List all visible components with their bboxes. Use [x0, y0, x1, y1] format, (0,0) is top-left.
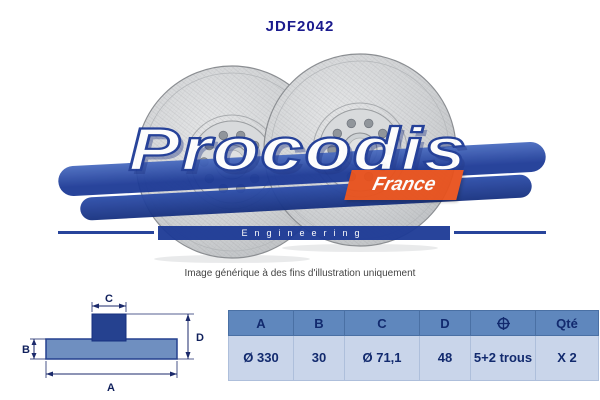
bolt-holes-icon: [496, 317, 510, 331]
value-height: 48: [419, 335, 471, 381]
logo-engineering-bar: Engineering: [158, 226, 450, 240]
procodis-logo: Procodis France Engineering: [57, 112, 547, 244]
logo-rule-right: [454, 231, 546, 234]
value-bolt-holes: 5+2 trous: [470, 335, 536, 381]
dimension-b: B: [22, 338, 46, 360]
spec-table-value-row: Ø 330 30 Ø 71,1 48 5+2 trous X 2: [228, 335, 599, 381]
header-b: B: [293, 310, 345, 336]
disc-shadow: [154, 255, 310, 263]
dim-label-b: B: [22, 344, 30, 356]
dim-label-d: D: [196, 332, 204, 344]
disclaimer-caption: Image générique à des fins d'illustratio…: [184, 268, 416, 279]
cross-section-base: [45, 338, 178, 360]
dimension-c: C: [91, 294, 127, 312]
dimension-diagram: C D B A: [22, 294, 204, 394]
disc-shadow: [282, 244, 438, 252]
dimension-d: D: [126, 313, 204, 360]
dimension-a: A: [45, 361, 178, 394]
logo-france-banner: France: [344, 170, 464, 200]
part-number-title: JDF2042: [265, 18, 335, 35]
logo-brand-text: Procodis: [127, 116, 468, 183]
brake-discs-image: [135, 53, 457, 263]
dim-label-a: A: [107, 382, 115, 394]
value-quantity: X 2: [535, 335, 599, 381]
header-bolt-holes: [470, 310, 536, 336]
header-qty: Qté: [535, 310, 599, 336]
header-c: C: [344, 310, 420, 336]
logo-rule-left: [58, 231, 154, 234]
dim-label-c: C: [105, 294, 113, 305]
header-a: A: [228, 310, 294, 336]
cross-section-hub: [91, 313, 127, 342]
spec-table-header-row: A B C D Qté: [228, 310, 599, 336]
value-center-bore: Ø 71,1: [344, 335, 420, 381]
spec-table: A B C D Qté Ø 330 30 Ø 71,1 48: [228, 310, 599, 381]
value-outer-diameter: Ø 330: [228, 335, 294, 381]
value-thickness: 30: [293, 335, 345, 381]
header-d: D: [419, 310, 471, 336]
